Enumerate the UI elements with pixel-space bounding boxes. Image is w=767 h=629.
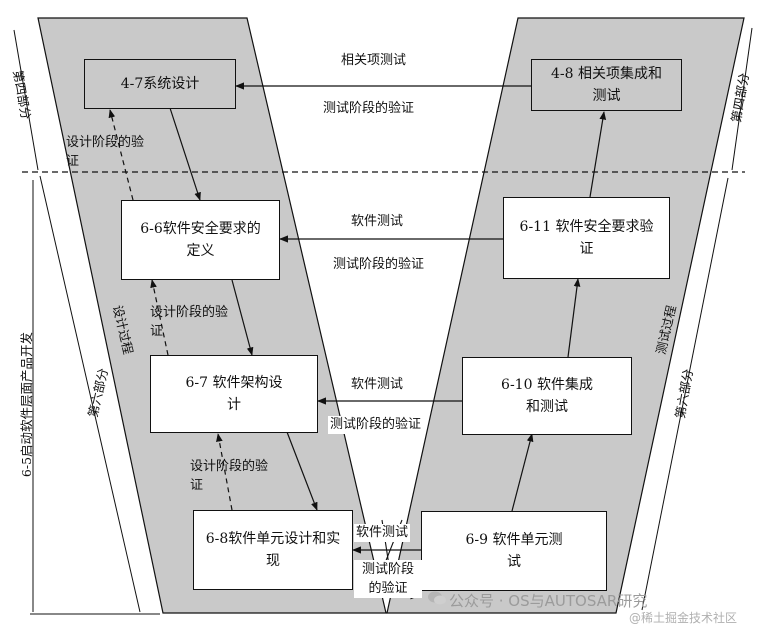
label-design-verify-3: 设计阶段的验证 <box>190 459 269 493</box>
box-software-integration-test: 6-10 软件集成和测试 <box>462 357 632 435</box>
label-test-phase-verify-2: 测试阶段的验证 <box>333 257 425 272</box>
label-software-test-1: 软件测试 <box>351 214 404 229</box>
box-software-unit-test-label: 6-9 软件单元测试 <box>465 532 563 570</box>
label-design-verify-2: 设计阶段的验证 <box>150 305 229 339</box>
right-part4-extent <box>731 27 753 171</box>
box-software-architecture: 6-7 软件架构设计 <box>150 355 318 433</box>
box-software-safety-req-def: 6-6软件安全要求的定义 <box>121 200 280 280</box>
left-part6-extent <box>39 175 141 613</box>
label-item-test: 相关项测试 <box>341 53 407 68</box>
test-band <box>386 17 745 614</box>
arrow-67-to-68 <box>286 431 318 511</box>
watermark-main: 公众号 · OS与AUTOSAR研究 <box>449 592 648 610</box>
box-software-unit-design: 6-8软件单元设计和实现 <box>193 510 353 590</box>
box-software-integration-test-label: 6-10 软件集成和测试 <box>501 377 593 415</box>
box-item-integration-test: 4-8 相关项集成和测试 <box>531 59 682 111</box>
box-software-safety-req-def-label: 6-6软件安全要求的定义 <box>140 221 261 259</box>
box-system-design: 4-7系统设计 <box>84 59 236 109</box>
label-software-test-3: 软件测试 <box>354 524 411 542</box>
label-test-phase-verify-4: 测试阶段的验证 <box>354 560 422 598</box>
verify-68-to-67 <box>216 433 233 511</box>
box-software-unit-test: 6-9 软件单元测试 <box>421 511 607 591</box>
box-item-integration-test-label: 4-8 相关项集成和测试 <box>551 66 662 104</box>
arrow-610-to-611 <box>567 278 581 358</box>
arrow-69-to-610 <box>511 433 534 512</box>
label-test-phase-verify-3: 测试阶段的验证 <box>328 416 424 434</box>
label-test-phase-verify-1: 测试阶段的验证 <box>323 101 415 116</box>
arrow-47-to-66 <box>169 107 201 201</box>
watermark-sub: @稀土掘金技术社区 <box>629 611 738 625</box>
box-system-design-label: 4-7系统设计 <box>120 76 200 92</box>
verify-67-to-66 <box>150 279 169 356</box>
right-part6-extent <box>641 177 729 611</box>
arrow-611-to-48 <box>589 111 607 198</box>
verify-66-to-47 <box>108 109 134 201</box>
arrow-66-to-67 <box>231 279 254 356</box>
box-software-unit-design-label: 6-8软件单元设计和实现 <box>205 531 341 569</box>
label-left-outer: 6-5启动软件层面产品开发 <box>19 331 35 478</box>
box-software-architecture-label: 6-7 软件架构设计 <box>185 375 283 413</box>
label-software-test-2: 软件测试 <box>351 377 404 392</box>
box-software-safety-req-verify-label: 6-11 软件安全要求验证 <box>519 219 654 257</box>
left-part4-extent <box>13 29 39 171</box>
label-design-verify-1: 设计阶段的验证 <box>66 135 145 169</box>
box-software-safety-req-verify: 6-11 软件安全要求验证 <box>503 197 670 279</box>
wechat-icon <box>428 591 446 605</box>
